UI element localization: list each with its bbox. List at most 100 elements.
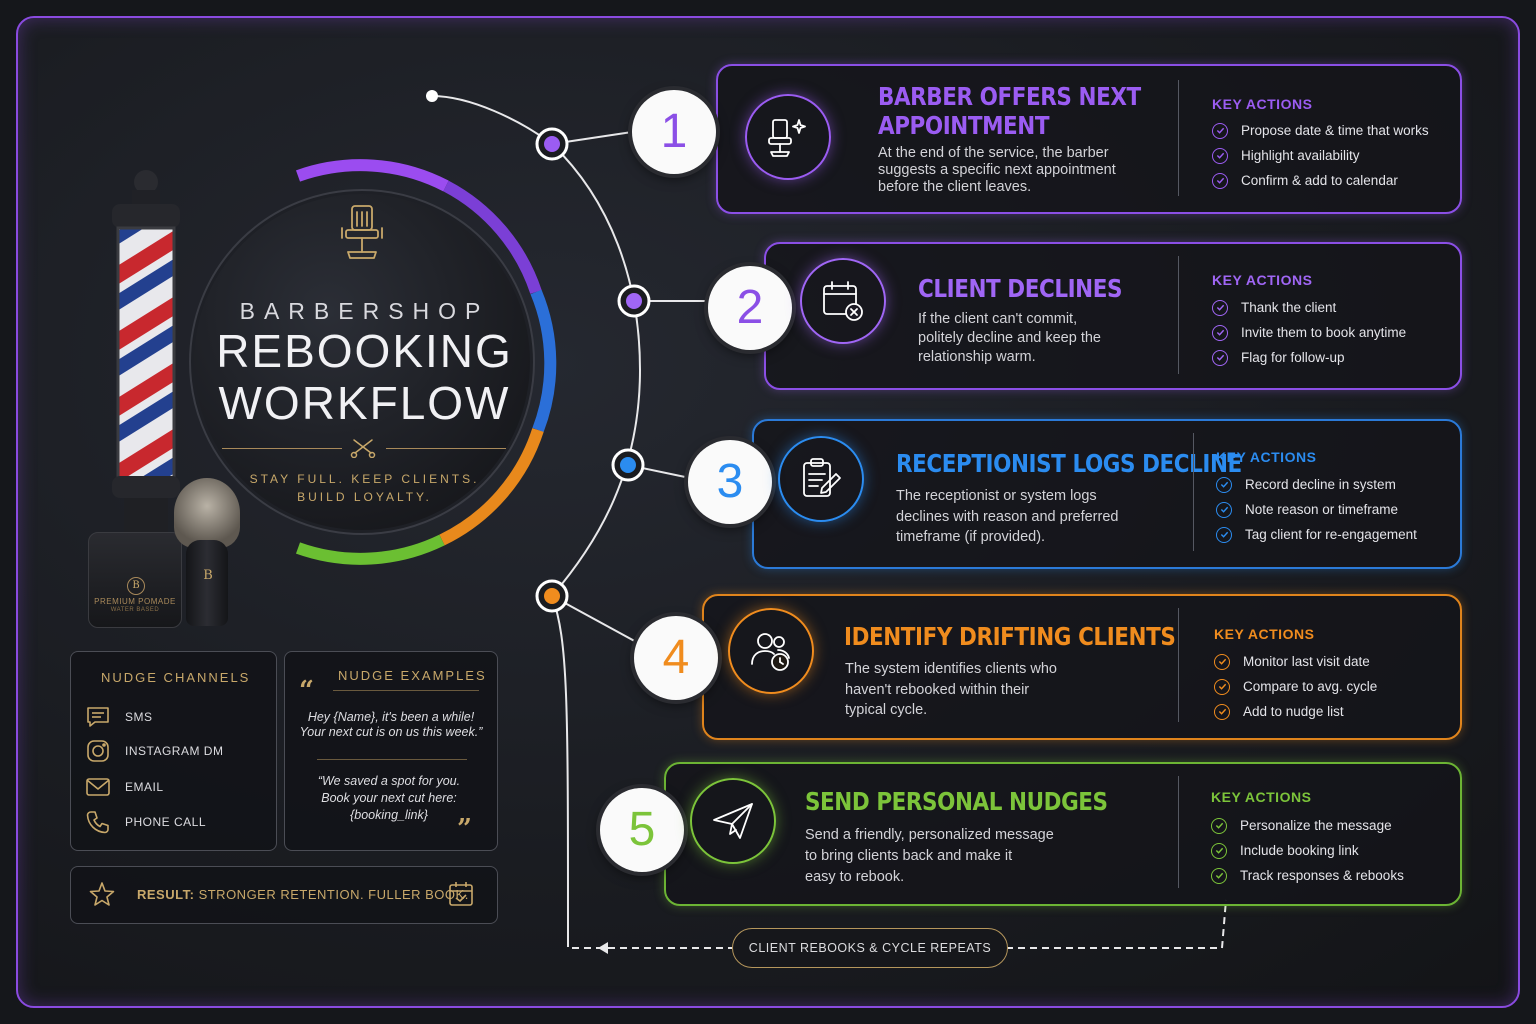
barber-chair-icon xyxy=(341,205,383,259)
step-divider-3 xyxy=(1193,433,1194,551)
hero-tagline-1: STAY FULL. KEEP CLIENTS. xyxy=(249,472,480,486)
key-action-text: Tag client for re-engagement xyxy=(1245,527,1417,542)
step-desc-3-line3: timeframe (if provided). xyxy=(896,529,1046,545)
key-action-text: Monitor last visit date xyxy=(1243,654,1370,669)
hero-divider-right xyxy=(386,448,506,449)
nudge-example-2: “We saved a spot for you. Book your next… xyxy=(289,773,489,824)
step-card-5 xyxy=(664,762,1462,906)
nudge-example-1-line2: Your next cut is on us this week.” xyxy=(299,725,483,739)
check-circle-icon xyxy=(1216,476,1232,493)
key-action-item: Monitor last visit date xyxy=(1214,649,1377,674)
key-actions-list-1: Propose date & time that works Highlight… xyxy=(1212,118,1429,193)
barber-chair-sparkle-icon xyxy=(745,94,831,180)
nudge-channels-panel: NUDGE CHANNELS SMS INSTAGRAM DM EMAIL PH… xyxy=(70,651,277,851)
key-action-item: Tag client for re-engagement xyxy=(1216,522,1417,547)
key-action-text: Personalize the message xyxy=(1240,818,1392,833)
key-action-item: Record decline in system xyxy=(1216,472,1417,497)
check-circle-icon xyxy=(1212,299,1228,316)
step-number-2: 2 xyxy=(708,266,792,350)
key-action-text: Invite them to book anytime xyxy=(1241,325,1407,340)
result-banner: RESULT: STRONGER RETENTION. FULLER BOOK. xyxy=(70,866,498,924)
envelope-icon xyxy=(86,778,110,796)
step-desc-3: The receptionist or system logs declines… xyxy=(896,486,1118,548)
key-actions-label-2: KEY ACTIONS xyxy=(1212,272,1313,288)
examples-divider-mid xyxy=(317,759,467,760)
key-actions-label-5: KEY ACTIONS xyxy=(1211,789,1312,805)
chat-bubble-icon xyxy=(87,707,109,727)
step-desc-4-line2: haven't rebooked within their xyxy=(845,681,1030,698)
channel-label-instagram: INSTAGRAM DM xyxy=(125,744,224,758)
step-divider-1 xyxy=(1178,80,1179,196)
step-title-5: SEND PERSONAL NUDGES xyxy=(805,787,1108,816)
nudge-examples-heading: NUDGE EXAMPLES xyxy=(338,668,487,683)
nudge-examples-panel: NUDGE EXAMPLES “ Hey {Name}, it's been a… xyxy=(284,651,498,851)
step-desc-3-line1: The receptionist or system logs xyxy=(896,488,1097,504)
check-circle-icon xyxy=(1212,122,1228,139)
pomade-label: PREMIUM POMADE xyxy=(94,597,176,606)
hero-divider-left xyxy=(222,448,342,449)
check-circle-icon xyxy=(1214,653,1230,670)
key-actions-list-3: Record decline in system Note reason or … xyxy=(1216,472,1417,547)
pomade-jar-illustration: B PREMIUM POMADE WATER BASED xyxy=(88,532,182,628)
hero-tagline-2: BUILD LOYALTY. xyxy=(297,490,432,504)
step-divider-5 xyxy=(1178,776,1179,888)
step-number-3: 3 xyxy=(688,440,772,524)
step-number-5: 5 xyxy=(600,788,684,872)
step-number-4: 4 xyxy=(634,616,718,700)
nudge-channels-heading: NUDGE CHANNELS xyxy=(101,670,251,685)
nudge-example-2-line1: “We saved a spot for you. xyxy=(317,774,461,788)
key-action-text: Propose date & time that works xyxy=(1241,123,1429,138)
key-action-item: Include booking link xyxy=(1211,838,1404,863)
check-circle-icon xyxy=(1211,867,1227,884)
step-title-1a: BARBER OFFERS NEXT xyxy=(878,82,1141,111)
nudge-example-2-line2: Book your next cut here: xyxy=(321,791,457,805)
key-action-item: Propose date & time that works xyxy=(1212,118,1429,143)
examples-divider-top xyxy=(333,690,479,691)
check-circle-icon xyxy=(1211,842,1227,859)
pomade-sublabel: WATER BASED xyxy=(110,607,160,613)
step-divider-2 xyxy=(1178,256,1179,374)
check-circle-icon xyxy=(1212,349,1228,366)
hero-title-barbershop: BARBERSHOP xyxy=(239,298,490,324)
step-desc-1-line2: suggests a specific next appointment xyxy=(878,162,1116,178)
step-number-1: 1 xyxy=(632,90,716,174)
step-card-3 xyxy=(752,419,1462,569)
channel-label-email: EMAIL xyxy=(125,780,164,794)
key-action-item: Track responses & rebooks xyxy=(1211,863,1404,888)
key-action-item: Note reason or timeframe xyxy=(1216,497,1417,522)
key-action-item: Compare to avg. cycle xyxy=(1214,674,1377,699)
key-actions-label-1: KEY ACTIONS xyxy=(1212,96,1313,112)
hero-title-rebooking: REBOOKING xyxy=(216,325,513,377)
step-desc-4-line1: The system identifies clients who xyxy=(845,661,1057,677)
calendar-check-icon xyxy=(449,882,473,906)
step-desc-5-line1: Send a friendly, personalized message xyxy=(805,827,1054,843)
step-desc-1: At the end of the service, the barber su… xyxy=(878,145,1116,196)
check-circle-icon xyxy=(1211,817,1227,834)
channel-row-instagram: INSTAGRAM DM xyxy=(85,738,223,764)
pomade-brand-mark: B xyxy=(127,577,145,595)
key-actions-list-5: Personalize the message Include booking … xyxy=(1211,813,1404,888)
key-action-item: Thank the client xyxy=(1212,295,1406,320)
key-action-item: Add to nudge list xyxy=(1214,699,1377,724)
scissors-icon xyxy=(350,439,376,458)
check-circle-icon xyxy=(1212,147,1228,164)
key-actions-label-4: KEY ACTIONS xyxy=(1214,626,1315,642)
result-value: STRONGER RETENTION. FULLER BOOK. xyxy=(198,887,469,902)
shaving-brush-illustration: B xyxy=(172,478,244,626)
key-action-item: Invite them to book anytime xyxy=(1212,320,1406,345)
key-actions-list-2: Thank the client Invite them to book any… xyxy=(1212,295,1406,370)
check-circle-icon xyxy=(1212,324,1228,341)
instagram-icon xyxy=(87,740,109,762)
step-desc-1-line1: At the end of the service, the barber xyxy=(878,145,1109,161)
step-desc-5: Send a friendly, personalized message to… xyxy=(805,825,1054,888)
paper-plane-icon xyxy=(690,778,776,864)
step-card-1 xyxy=(716,64,1462,214)
key-action-text: Confirm & add to calendar xyxy=(1241,173,1398,188)
clipboard-pencil-icon xyxy=(778,436,864,522)
channel-row-sms: SMS xyxy=(85,704,153,730)
star-icon xyxy=(89,882,115,906)
step-desc-2: If the client can't commit, politely dec… xyxy=(918,310,1101,367)
close-quote-icon: ” xyxy=(457,814,472,844)
step-title-2: CLIENT DECLINES xyxy=(918,274,1123,303)
key-actions-list-4: Monitor last visit date Compare to avg. … xyxy=(1214,649,1377,724)
